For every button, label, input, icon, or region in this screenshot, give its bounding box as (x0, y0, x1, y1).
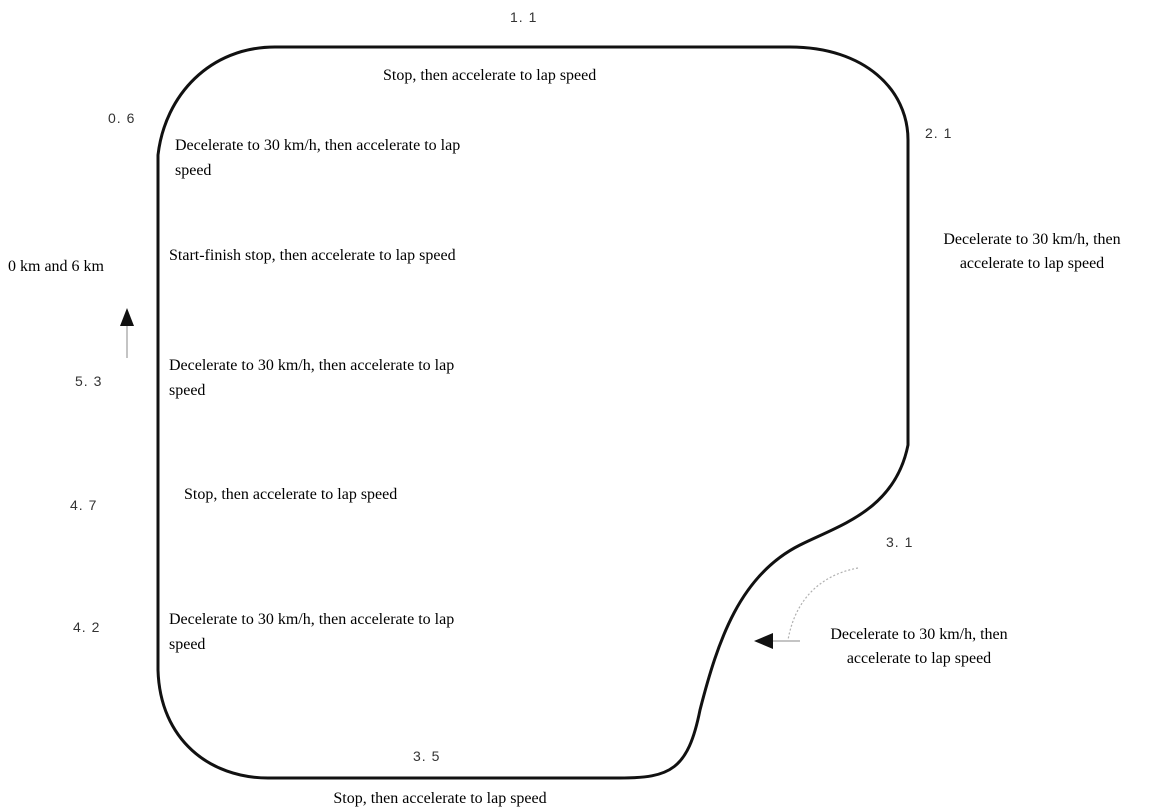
instruction-start-finish: Start-finish stop, then accelerate to la… (169, 247, 456, 264)
instruction-0-6-line2: speed (175, 162, 211, 179)
instruction-curve-line1: Decelerate to 30 km/h, then (830, 626, 1007, 643)
track-outline (156, 45, 910, 780)
start-arrow-head (120, 308, 134, 326)
start-label: 0 km and 6 km (8, 258, 105, 275)
instruction-right-line1: Decelerate to 30 km/h, then (943, 231, 1120, 248)
instruction-bottom: Stop, then accelerate to lap speed (333, 790, 546, 807)
curve-arrow-head (754, 633, 773, 649)
marker-1-1: 1. 1 (510, 9, 537, 25)
instruction-0-6-line1: Decelerate to 30 km/h, then accelerate t… (175, 137, 460, 154)
marker-2-1: 2. 1 (925, 125, 952, 141)
instruction-4-7: Stop, then accelerate to lap speed (184, 486, 397, 503)
marker-5-3: 5. 3 (75, 373, 102, 389)
marker-0-6: 0. 6 (108, 110, 135, 126)
instruction-right-line2: accelerate to lap speed (960, 255, 1104, 272)
marker-4-2: 4. 2 (73, 619, 100, 635)
instruction-4-2-line1: Decelerate to 30 km/h, then accelerate t… (169, 611, 454, 628)
instruction-curve-line2: accelerate to lap speed (847, 650, 991, 667)
instruction-5-3-line1: Decelerate to 30 km/h, then accelerate t… (169, 357, 454, 374)
instruction-4-2-line2: speed (169, 636, 205, 653)
marker-4-7: 4. 7 (70, 497, 97, 513)
instruction-top: Stop, then accelerate to lap speed (383, 67, 596, 84)
marker-3-5: 3. 5 (413, 748, 440, 764)
curve-guide-line (787, 567, 859, 641)
instruction-5-3-line2: speed (169, 382, 205, 399)
marker-3-1: 3. 1 (886, 534, 913, 550)
